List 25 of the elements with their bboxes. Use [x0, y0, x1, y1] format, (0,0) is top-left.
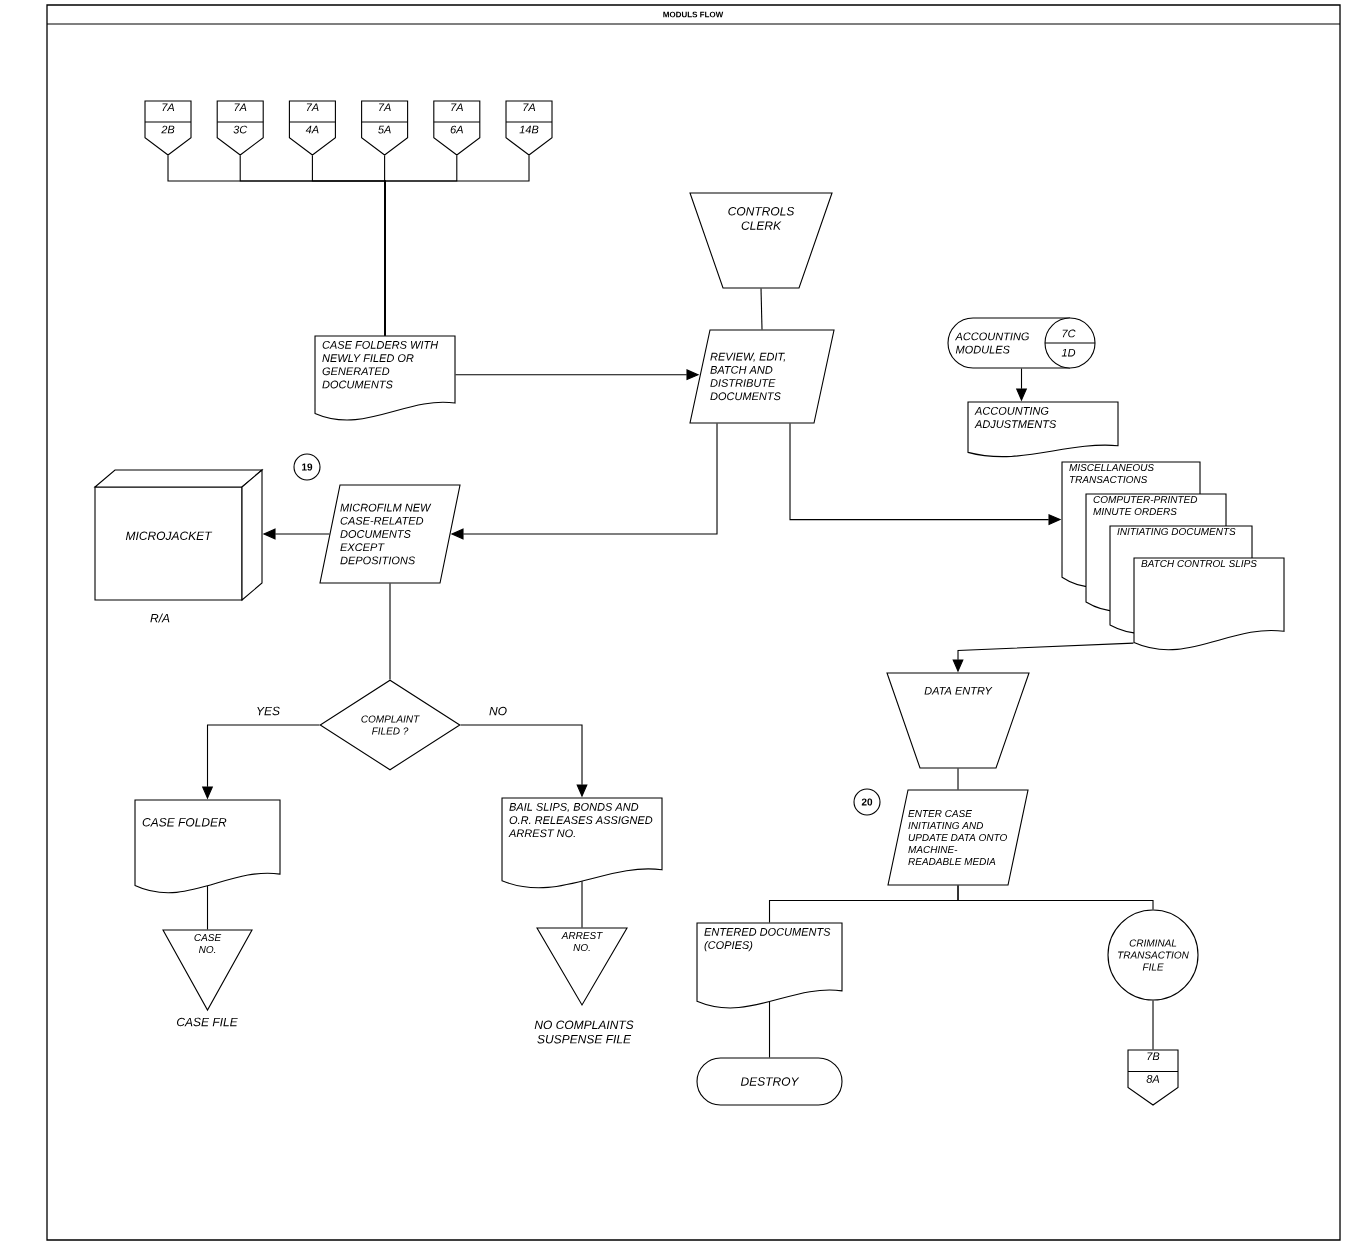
off-page-connector: 7A 5A [361, 100, 409, 156]
off-page-connector: 7A 14B [505, 100, 553, 156]
process-parallelogram: REVIEW, EDIT, BATCH AND DISTRIBUTE DOCUMENTS [689, 329, 835, 424]
off-page-connector: 7A 3C [216, 100, 264, 156]
connector-line [957, 768, 959, 790]
process-parallelogram: MICROFILM NEW CASE-RELATED DOCUMENTS EXCEPT DEPOSITIONS [319, 484, 461, 584]
connector-line [581, 880, 583, 928]
title: MODULS FLOW [663, 11, 724, 18]
connector-line [760, 288, 763, 330]
off-page-connector: 7B 8A [1127, 1049, 1179, 1106]
connector-line [384, 155, 530, 336]
node-caption: CASE FILE [177, 1017, 238, 1027]
edge-label: NO [487, 704, 509, 718]
connector-line [957, 885, 1154, 910]
connector-line [389, 583, 391, 680]
node-caption: R/A [150, 613, 170, 623]
off-page-connector: 7A 2B [144, 100, 192, 156]
connector-line [1152, 1000, 1154, 1050]
connector-line [768, 1001, 771, 1058]
connector-line [206, 885, 209, 930]
node-caption: NO COMPLAINTS SUSPENSE FILE [534, 1020, 634, 1044]
edge-label: YES [254, 704, 282, 718]
process-parallelogram: ENTER CASE INITIATING AND UPDATE DATA ONTO MACHINE-READABLE MEDIA [887, 789, 1029, 886]
off-page-connector: 7A 6A [433, 100, 481, 156]
off-page-connector: 7A 4A [288, 100, 336, 156]
